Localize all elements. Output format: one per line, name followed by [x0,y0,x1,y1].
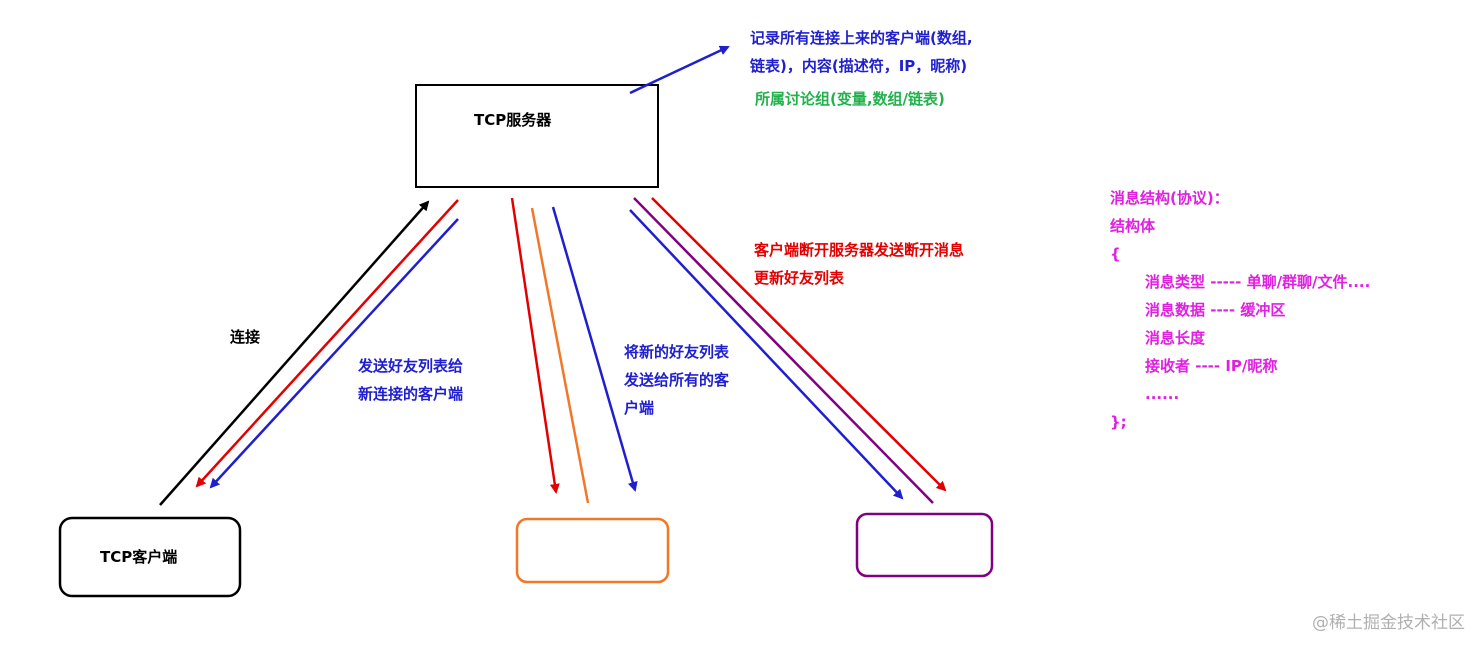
group-note: 所属讨论组(变量,数组/链表) [755,90,945,108]
protocol-close-brace: }; [1110,413,1127,431]
protocol-field: 消息类型 ----- 单聊/群聊/文件.... [1145,273,1371,291]
server-to-orange-red-arrow [510,197,560,494]
broadcast-line2: 发送给所有的客 [624,371,730,389]
record-note-line2: 链表)，内容(描述符，IP，昵称) [750,57,968,75]
client-label: TCP客户端 [100,548,178,566]
protocol-struct: 结构体 [1110,217,1156,235]
send-list-line1: 发送好友列表给 [358,357,464,375]
broadcast-line1: 将新的好友列表 [624,343,730,361]
connect-arrow [159,200,430,506]
server-to-purple-blue-arrow [629,209,904,500]
server-to-orange-blue-arrow [551,206,638,492]
watermark: @稀土掘金技术社区 [1312,613,1465,633]
connect-label: 连接 [230,328,261,346]
server-label: TCP服务器 [474,111,552,129]
client-box-tcp [58,516,242,598]
client-box-purple [855,512,994,578]
protocol-open-brace: { [1110,245,1121,263]
disconnect-line2: 更新好友列表 [754,269,845,287]
protocol-block: 消息结构(协议)： 结构体 { 消息类型 ----- 单聊/群聊/文件.... … [1110,184,1370,436]
record-note-line1: 记录所有连接上来的客户端(数组, [750,29,973,47]
server-to-client-blue-arrow [209,218,459,489]
protocol-title: 消息结构(协议)： [1110,189,1229,207]
record-arrow [629,45,730,95]
disconnect-line1: 客户端断开服务器发送断开消息 [754,241,965,259]
protocol-field: ...... [1145,385,1180,403]
broadcast-line3: 户端 [624,399,655,417]
server-to-purple-red-arrow [651,197,947,492]
protocol-field: 接收者 ---- IP/昵称 [1145,357,1278,375]
client-box-orange [515,517,670,584]
protocol-field: 消息数据 ---- 缓冲区 [1145,301,1286,319]
server-to-client-red-arrow [195,199,459,488]
server-box [415,84,659,188]
send-list-line2: 新连接的客户端 [358,385,464,403]
protocol-field: 消息长度 [1145,329,1206,347]
purple-line [633,197,934,504]
orange-line [530,207,590,504]
